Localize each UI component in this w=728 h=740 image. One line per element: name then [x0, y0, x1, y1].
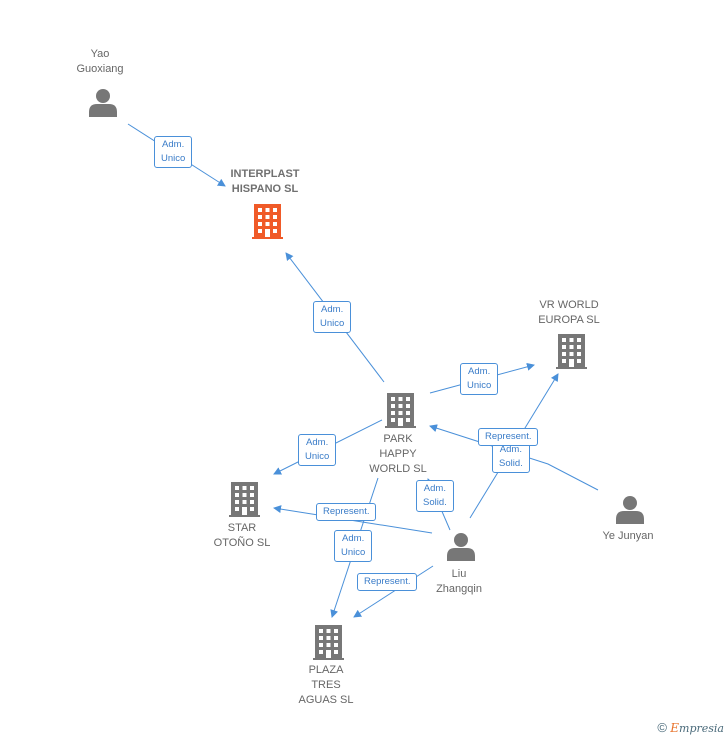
- node-label-vr-world-europa: VR WORLD EUROPA SL: [538, 299, 600, 326]
- copyright-icon: ©: [657, 720, 667, 735]
- empresia-logo-text: mpresia: [679, 722, 724, 735]
- edge-tag-adm-solid[interactable]: Adm. Solid.: [416, 480, 454, 512]
- building-icon[interactable]: [252, 204, 283, 239]
- building-icon[interactable]: [385, 393, 416, 428]
- edge-tag-adm-solid[interactable]: Adm. Solid.: [492, 441, 530, 473]
- node-label-yao-guoxiang: Yao Guoxiang: [76, 48, 124, 75]
- building-icon[interactable]: [313, 625, 344, 660]
- edge-tag-adm-unico[interactable]: Adm. Unico: [298, 434, 337, 466]
- node-label-park-happy-world: PARK HAPPY WORLD SL: [369, 433, 427, 475]
- person-icon[interactable]: [89, 88, 117, 117]
- edge-tag-represent[interactable]: Represent.: [357, 573, 418, 591]
- edge-liu-plaza: [353, 565, 434, 618]
- empresia-logo-letter: E: [670, 721, 680, 735]
- node-label-plaza-tres-aguas: PLAZA TRES AGUAS SL: [298, 664, 354, 706]
- edge-tag-adm-unico[interactable]: Adm. Unico: [154, 136, 193, 168]
- edge-tag-adm-unico[interactable]: Adm. Unico: [460, 363, 499, 395]
- person-icon[interactable]: [616, 495, 644, 524]
- edge-tag-represent[interactable]: Represent.: [478, 428, 539, 446]
- node-label-ye-junyan: Ye Junyan: [602, 530, 654, 542]
- person-icon[interactable]: [447, 532, 475, 561]
- node-label-interplast-hispano: INTERPLAST HISPANO SL: [230, 168, 300, 195]
- edge-ye-park: [429, 424, 599, 491]
- edge-tag-adm-unico[interactable]: Adm. Unico: [334, 530, 373, 562]
- edge-tag-represent[interactable]: Represent.: [316, 503, 377, 521]
- node-label-liu-zhangqin: Liu Zhangqin: [436, 568, 482, 595]
- building-icon[interactable]: [556, 334, 587, 369]
- building-icon[interactable]: [229, 482, 260, 517]
- node-label-star-otono: STAR OTOÑO SL: [213, 522, 271, 549]
- edge-tag-adm-unico[interactable]: Adm. Unico: [313, 301, 352, 333]
- empresia-credit[interactable]: © Empresia: [657, 720, 724, 735]
